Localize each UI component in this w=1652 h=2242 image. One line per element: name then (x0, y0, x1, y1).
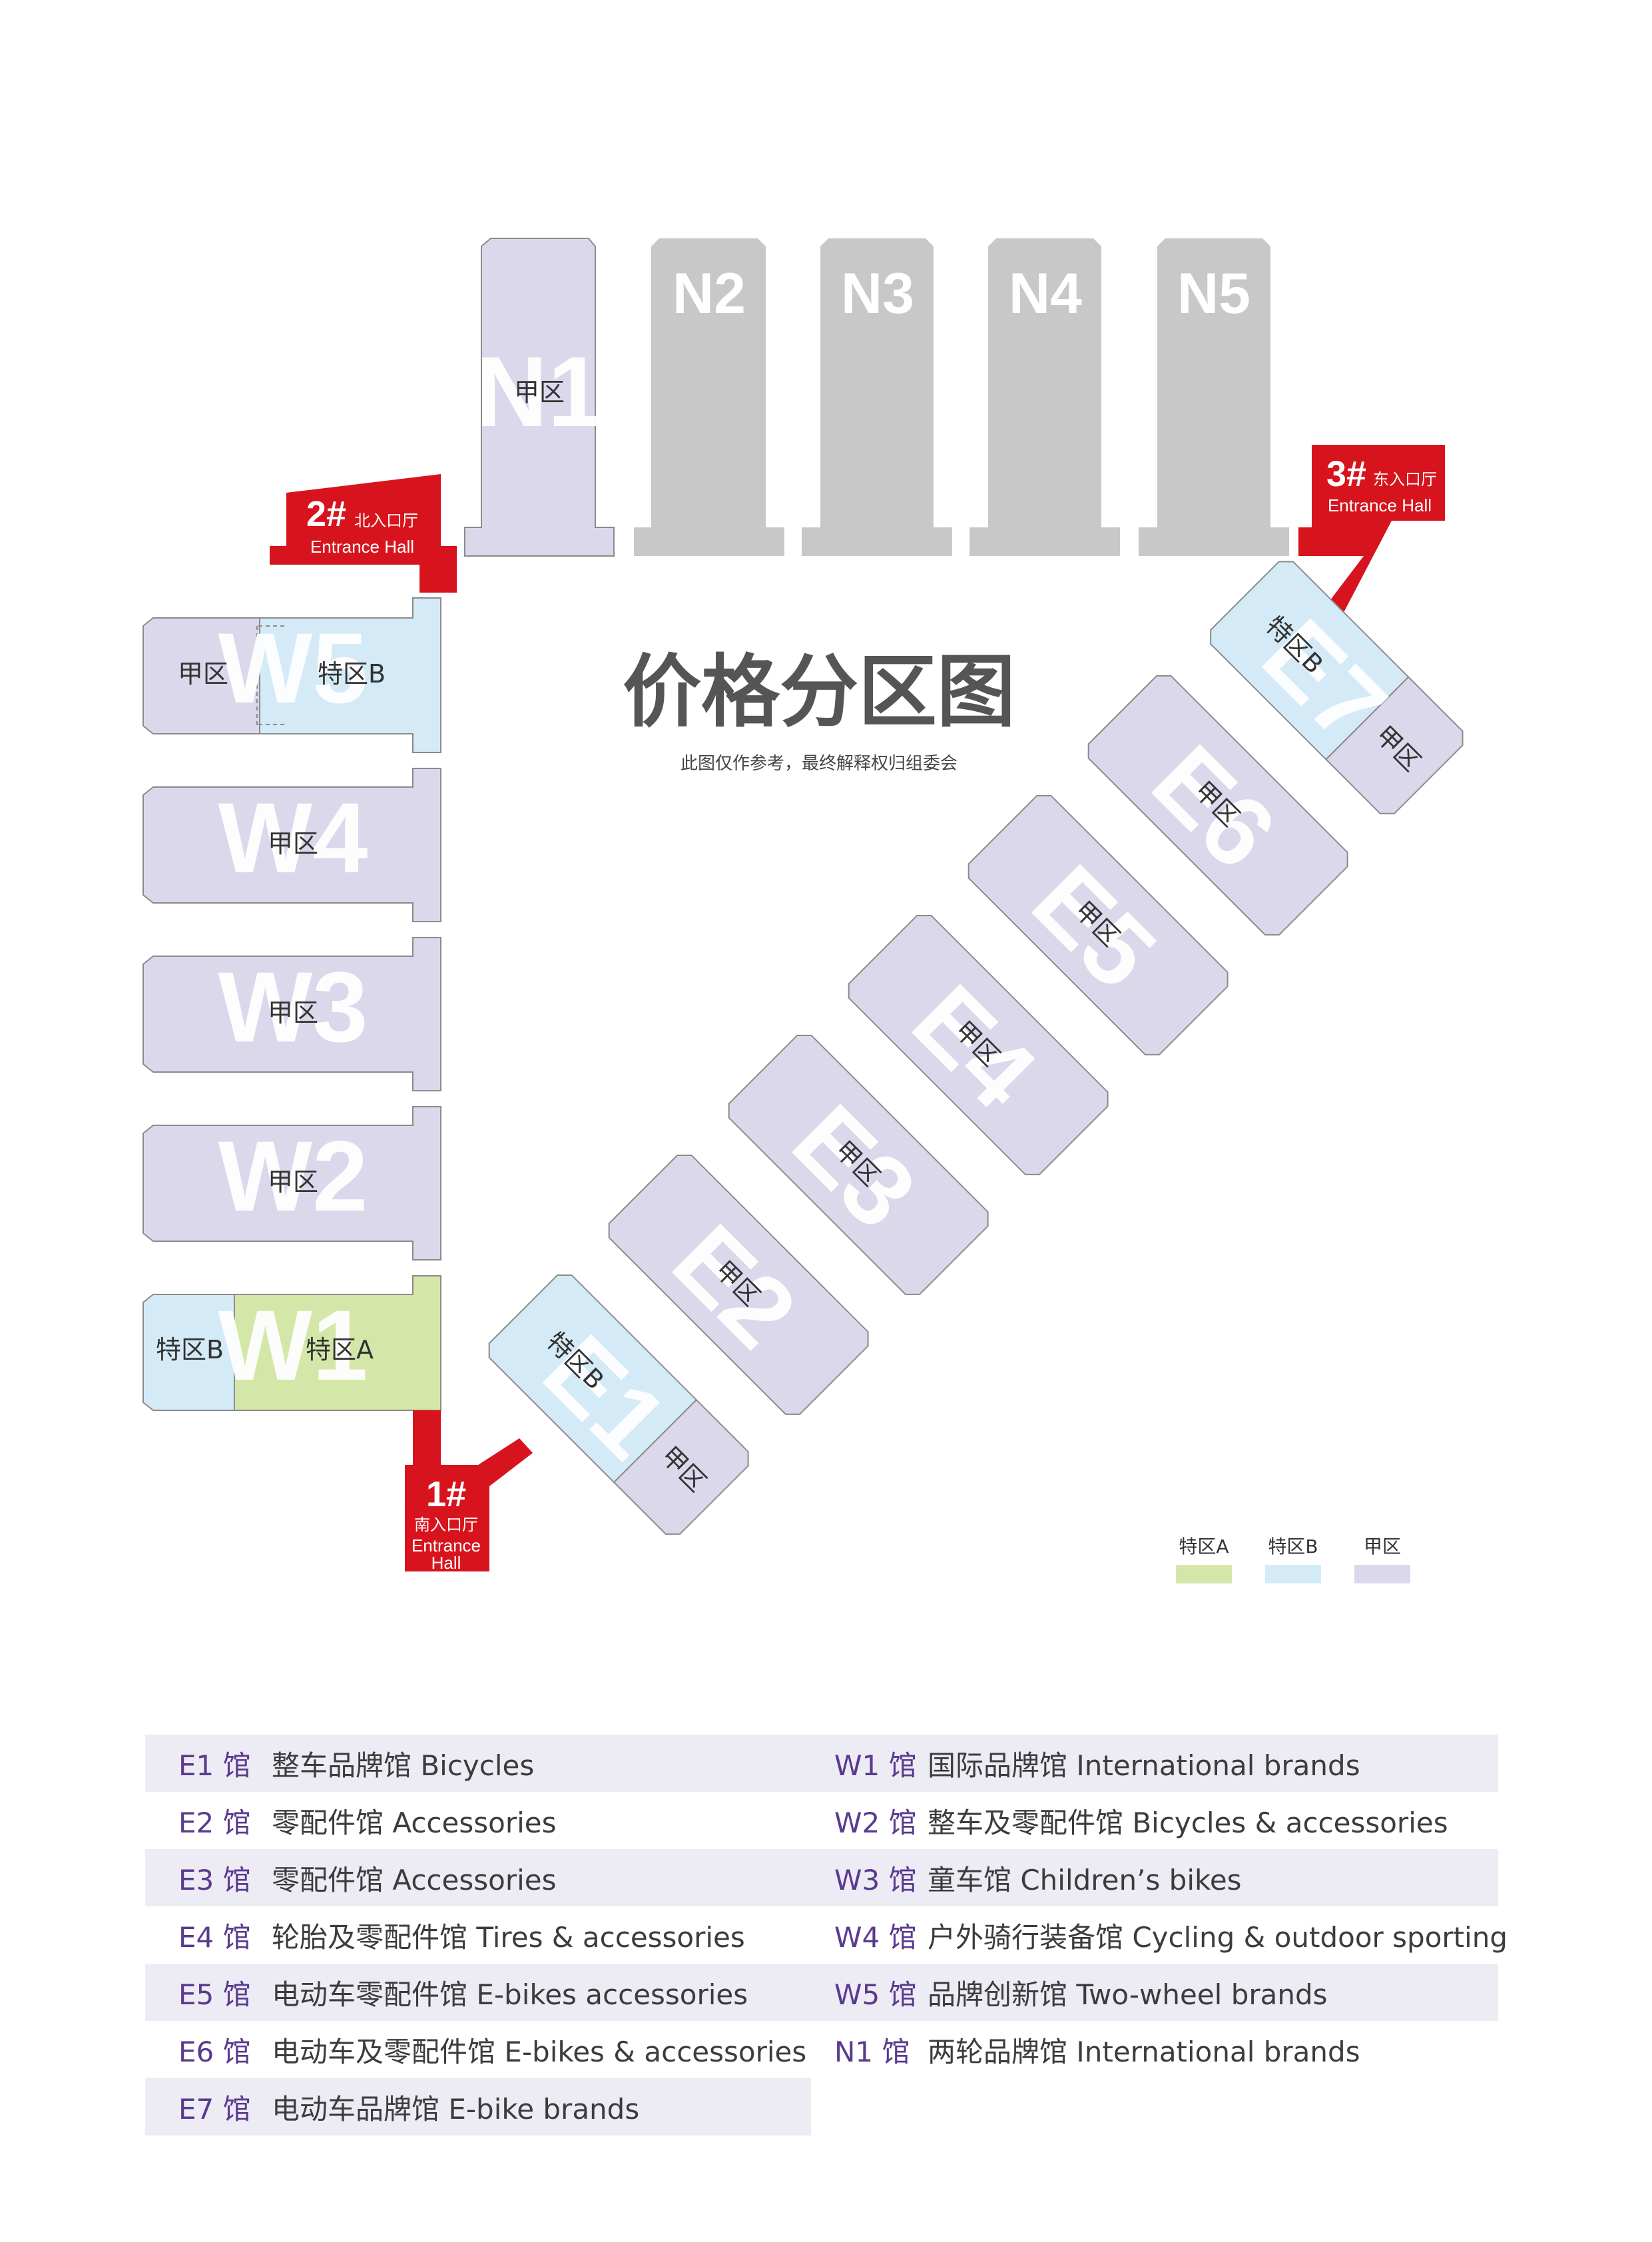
hall-desc: 轮胎及零配件馆 Tires & accessories (272, 1920, 745, 1954)
hall-desc: 整车品牌馆 Bicycles (272, 1749, 535, 1782)
list-item-e4: E4 馆轮胎及零配件馆 Tires & accessories (145, 1906, 745, 1964)
hall-code: W2 馆 (834, 1806, 917, 1839)
entrance-2[interactable]: 2# 北入口厅 Entrance Hall (270, 474, 457, 593)
legend-swatch-zone-a (1354, 1565, 1410, 1583)
hall-desc: 零配件馆 Accessories (272, 1806, 557, 1839)
page-title: 价格分区图 (623, 646, 1015, 738)
hall-code: E7 馆 (178, 2092, 251, 2125)
hall-code: N1 馆 (834, 2035, 910, 2068)
hall-desc: 电动车品牌馆 E-bike brands (272, 2092, 640, 2125)
entrance-en: Entrance Hall (310, 537, 414, 557)
svg-text:W4: W4 (218, 782, 368, 894)
list-item-e1: E1 馆整车品牌馆 Bicycles (145, 1735, 534, 1792)
svg-text:N2: N2 (673, 262, 746, 326)
hall-desc: 品牌创新馆 Two-wheel brands (928, 1978, 1328, 2011)
svg-text:N4: N4 (1009, 262, 1082, 326)
legend-label-special-a: 特区A (1179, 1536, 1229, 1557)
list-row (145, 2078, 811, 2135)
hall-desc: 童车馆 Children’s bikes (928, 1863, 1242, 1896)
list-item-e6: E6 馆电动车及零配件馆 E-bikes & accessories (145, 2021, 806, 2078)
legend-label-zone-a: 甲区 (1364, 1536, 1401, 1557)
zone-legend: 特区A 特区B 甲区 (1176, 1536, 1410, 1583)
entrance-number: 1# (426, 1474, 466, 1514)
list-item-w5: W5 馆品牌创新馆 Two-wheel brands (801, 1964, 1328, 2021)
hall-code: W1 馆 (834, 1749, 917, 1782)
entrance-cn: 北入口厅 (354, 511, 418, 530)
zone-label: 甲区 (268, 1167, 318, 1197)
hall-desc: 国际品牌馆 International brands (928, 1749, 1360, 1782)
list-item-w2: W2 馆整车及零配件馆 Bicycles & accessories (801, 1792, 1448, 1849)
legend-label-special-b: 特区B (1268, 1536, 1318, 1557)
entrance-cn: 东入口厅 (1373, 470, 1437, 489)
entrance-en: Entrance Hall (1328, 495, 1432, 515)
hall-code: W5 馆 (834, 1978, 917, 2011)
hall-code: E1 馆 (178, 1749, 251, 1782)
hall-N5[interactable]: N5 (1139, 238, 1289, 556)
hall-desc: 电动车零配件馆 E-bikes accessories (272, 1978, 748, 2011)
hall-N2[interactable]: N2 (634, 238, 784, 556)
hall-W5[interactable]: W5 甲区 特区B (142, 597, 441, 753)
hall-desc: 整车及零配件馆 Bicycles & accessories (928, 1806, 1448, 1839)
entrance-1[interactable]: 1# 南入口厅 Entrance Hall (405, 1410, 533, 1573)
svg-text:W2: W2 (218, 1120, 368, 1232)
list-item-w3: W3 馆童车馆 Children’s bikes (801, 1849, 1242, 1906)
entrance-en: Hall (431, 1553, 461, 1573)
zone-label: 特区B (156, 1335, 224, 1364)
floor-plan-map: .big { font-family: "Liberation Sans", "… (142, 238, 1464, 1583)
hall-desc: 零配件馆 Accessories (272, 1863, 557, 1896)
list-item-e7: E7 馆电动车品牌馆 E-bike brands (145, 2078, 639, 2135)
list-item-e3: E3 馆零配件馆 Accessories (145, 1849, 557, 1906)
entrance-cn: 南入口厅 (414, 1516, 478, 1534)
zone-label: 甲区 (514, 378, 565, 407)
zone-label: 特区A (306, 1335, 374, 1364)
list-row (145, 1849, 1498, 1906)
hall-code: W3 馆 (834, 1863, 917, 1896)
hall-desc: 电动车及零配件馆 E-bikes & accessories (272, 2035, 807, 2068)
list-item-w1: W1 馆国际品牌馆 International brands (801, 1735, 1360, 1792)
hall-desc: 两轮品牌馆 International brands (928, 2035, 1360, 2068)
svg-text:N1: N1 (475, 336, 603, 447)
entrance-number: 2# (306, 494, 346, 534)
hall-code: E5 馆 (178, 1978, 251, 2011)
list-row (145, 1964, 1498, 2021)
hall-code: E6 馆 (178, 2035, 251, 2068)
hall-N3[interactable]: N3 (802, 238, 952, 556)
hall-code: E4 馆 (178, 1920, 251, 1954)
svg-text:W3: W3 (218, 951, 368, 1063)
hall-W2[interactable]: W2 甲区 (142, 1106, 441, 1261)
list-item-e2: E2 馆零配件馆 Accessories (145, 1792, 557, 1849)
page-subtitle: 此图仅作参考，最终解释权归组委会 (681, 754, 958, 774)
list-item-n1: N1 馆两轮品牌馆 International brands (801, 2021, 1360, 2078)
zone-label: 甲区 (268, 998, 318, 1027)
list-item-w4: W4 馆户外骑行装备馆 Cycling & outdoor sporting (801, 1906, 1508, 1964)
hall-desc: 户外骑行装备馆 Cycling & outdoor sporting (928, 1920, 1508, 1954)
svg-text:N3: N3 (841, 262, 914, 326)
hall-E2[interactable]: E2 甲区 (601, 1148, 876, 1422)
hall-N1[interactable]: N1 甲区 (464, 238, 615, 557)
list-item-e5: E5 馆电动车零配件馆 E-bikes accessories (145, 1964, 748, 2021)
legend-swatch-special-b (1265, 1565, 1321, 1583)
legend-swatch-special-a (1176, 1565, 1232, 1583)
hall-code: E2 馆 (178, 1806, 251, 1839)
svg-text:W1: W1 (218, 1289, 368, 1401)
hall-W4[interactable]: W4 甲区 (142, 768, 441, 922)
entrance-en: Entrance (412, 1536, 481, 1555)
zone-label: 特区B (318, 659, 386, 689)
svg-text:W5: W5 (218, 612, 368, 724)
zone-label: 甲区 (268, 829, 318, 858)
hall-code: E3 馆 (178, 1863, 251, 1896)
hall-W1[interactable]: W1 特区B 特区A (142, 1275, 441, 1411)
hall-code: W4 馆 (834, 1920, 917, 1954)
list-row (145, 1735, 1498, 1792)
hall-W3[interactable]: W3 甲区 (142, 937, 441, 1091)
svg-text:N5: N5 (1177, 262, 1250, 326)
entrance-number: 3# (1326, 454, 1366, 494)
zone-label: 甲区 (178, 659, 228, 689)
hall-N4[interactable]: N4 (969, 238, 1120, 556)
entrance-3[interactable]: 3# 东入口厅 Entrance Hall (1298, 445, 1445, 623)
